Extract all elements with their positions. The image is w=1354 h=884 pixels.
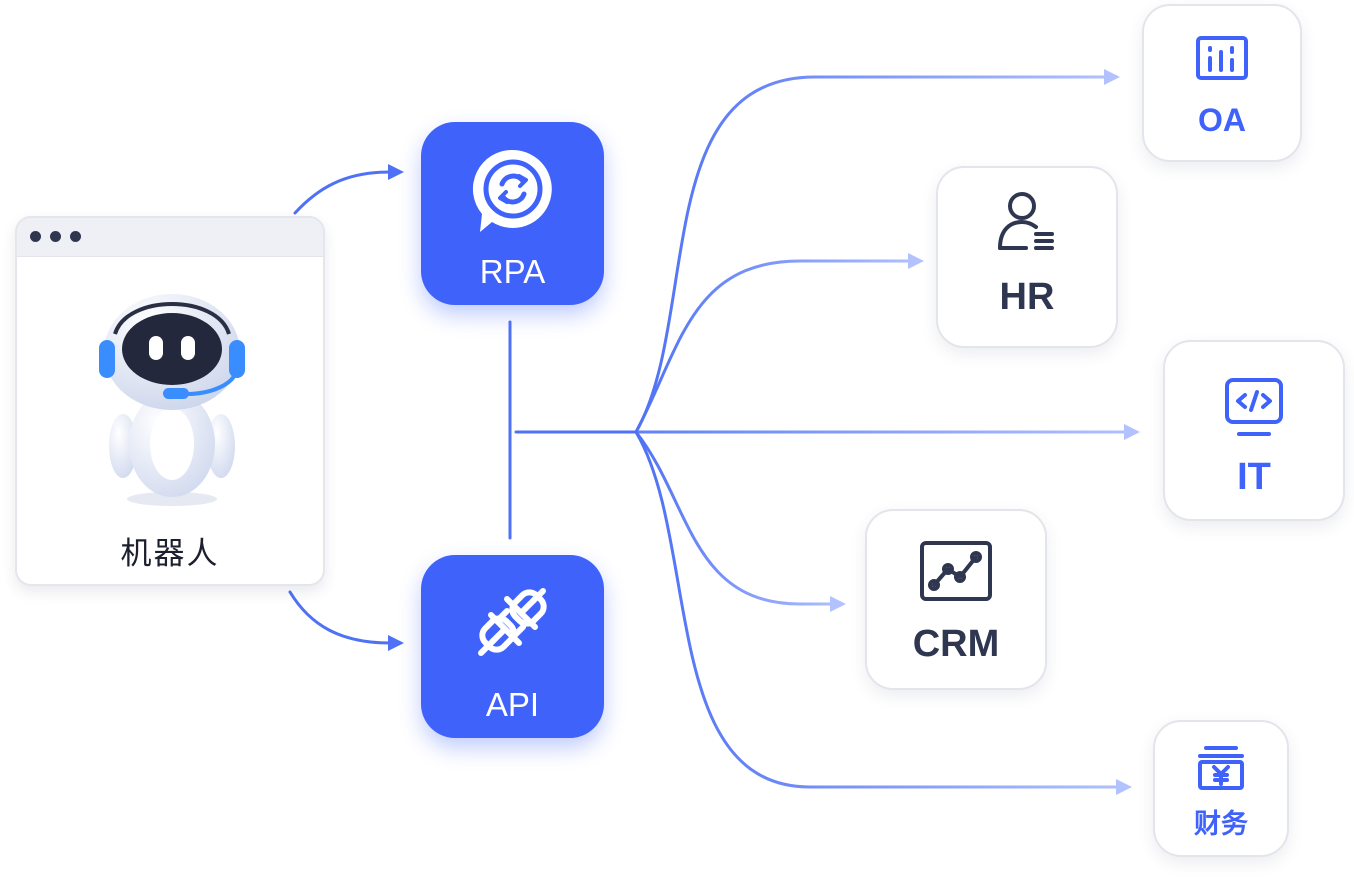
robot-window: 机器人 [15,216,325,586]
crm-label: CRM [912,623,1000,665]
arrow-rpa [388,164,404,180]
api-hub[interactable]: API [421,555,604,738]
window-dot-icon [50,231,61,242]
connector-hr [634,259,910,434]
api-label: API [485,686,540,723]
arrow-it [1124,424,1140,440]
rpa-label: RPA [479,253,546,290]
finance-label: 财务 [1194,809,1248,839]
arrow-crm [830,596,846,612]
connector-crm [634,430,832,606]
it-label: IT [1237,456,1271,498]
target-card-crm[interactable]: CRM [865,509,1047,690]
arrow-oa [1104,69,1120,85]
connector-oa [634,75,1106,434]
target-card-hr[interactable]: HR [936,166,1118,348]
arrow-api [388,635,404,651]
target-card-oa[interactable]: OA [1142,4,1302,162]
hr-label: HR [999,276,1055,318]
user-list-icon [996,190,1058,256]
rpa-sync-chat-icon [470,146,556,240]
plug-icon [471,579,555,667]
arrow-hr [908,253,924,269]
window-dot-icon [70,231,81,242]
window-title-bar [17,218,323,257]
oa-label: OA [1198,102,1246,138]
rpa-hub[interactable]: RPA [421,122,604,305]
connector-robot-api [288,590,392,645]
line-chart-icon [918,539,994,607]
arrow-fin [1116,779,1132,795]
target-card-finance[interactable]: 财务 [1153,720,1289,857]
robot-label: 机器人 [120,536,220,572]
robot-mascot-icon [97,294,247,513]
window-dot-icon [30,231,41,242]
connector-robot-rpa [293,170,392,215]
code-monitor-icon [1223,376,1285,442]
yuan-finance-icon [1196,744,1246,796]
target-card-it[interactable]: IT [1163,340,1345,521]
connector-fin [634,430,1118,789]
dashboard-chart-icon [1194,34,1250,86]
